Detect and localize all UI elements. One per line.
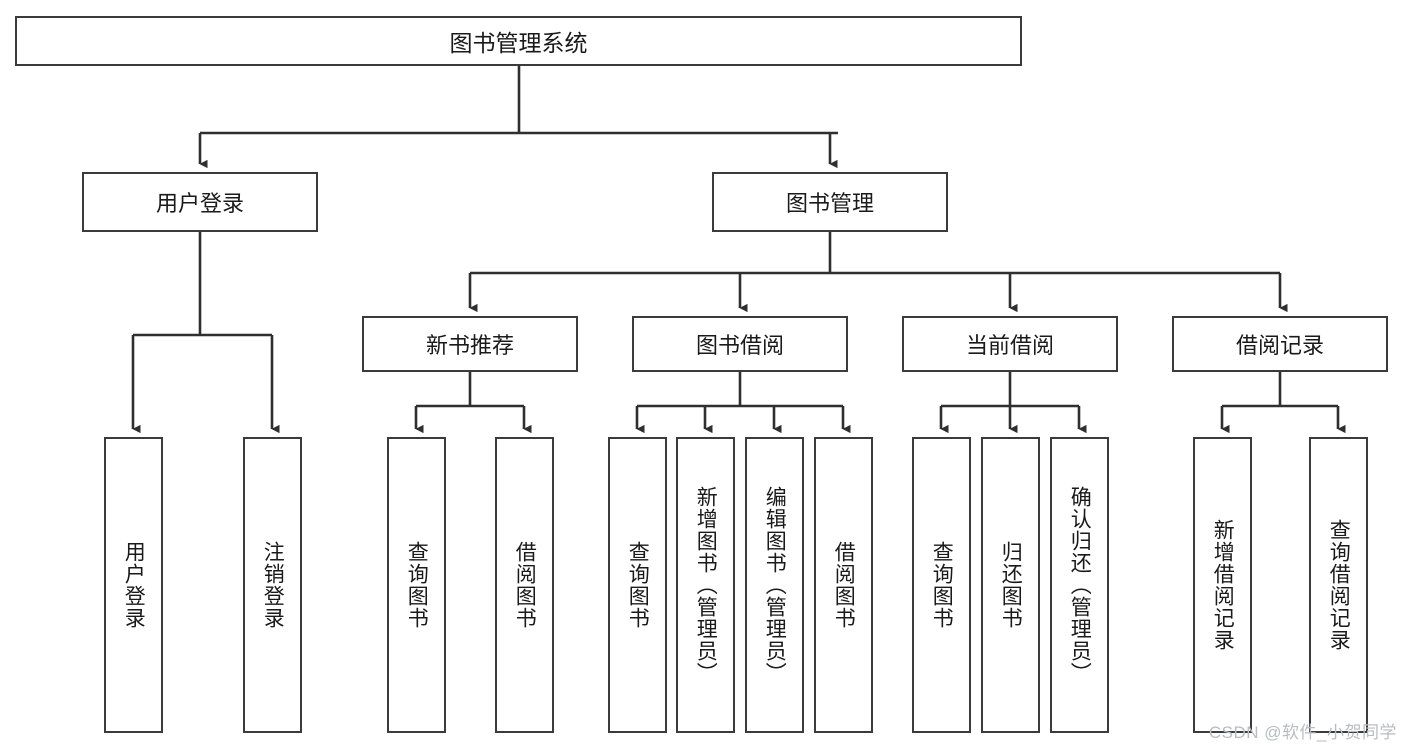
leaf-edit-book-admin[interactable]: 编辑图书（管理员） [745, 437, 804, 733]
node-book-borrow[interactable]: 图书借阅 [632, 316, 848, 372]
leaf-query-book-recommend[interactable]: 查询图书 [387, 437, 446, 733]
node-label: 借阅记录 [1235, 333, 1324, 358]
leaf-label: 确认归还（管理员） [1068, 486, 1092, 684]
node-label: 图书管理系统 [449, 30, 588, 56]
node-label: 图书借阅 [695, 333, 784, 358]
leaf-label: 查询图书 [626, 541, 650, 629]
node-book-management[interactable]: 图书管理 [712, 172, 948, 232]
leaf-add-borrow-record[interactable]: 新增借阅记录 [1193, 437, 1252, 733]
leaf-label: 查询借阅记录 [1327, 519, 1351, 651]
leaf-label: 归还图书 [999, 541, 1023, 629]
csdn-watermark: CSDN @软件_小贺同学 [1208, 723, 1397, 742]
leaf-label: 新增借阅记录 [1211, 519, 1235, 651]
leaf-label: 编辑图书（管理员） [763, 486, 787, 684]
node-new-book-recommend[interactable]: 新书推荐 [362, 316, 578, 372]
leaf-label: 借阅图书 [832, 541, 856, 629]
leaf-query-borrow-record[interactable]: 查询借阅记录 [1309, 437, 1368, 733]
node-label: 用户登录 [155, 191, 244, 216]
leaf-label: 新增图书（管理员） [694, 486, 718, 684]
leaf-label: 注销登录 [261, 541, 285, 629]
leaf-user-logout[interactable]: 注销登录 [243, 437, 302, 733]
leaf-query-book-current[interactable]: 查询图书 [912, 437, 971, 733]
node-label: 当前借阅 [965, 333, 1054, 358]
leaf-query-book-borrow[interactable]: 查询图书 [608, 437, 667, 733]
leaf-borrow-book-recommend[interactable]: 借阅图书 [495, 437, 554, 733]
leaf-label: 用户登录 [122, 541, 146, 629]
node-borrow-record[interactable]: 借阅记录 [1172, 316, 1388, 372]
node-current-borrow[interactable]: 当前借阅 [902, 316, 1118, 372]
node-user-login[interactable]: 用户登录 [82, 172, 318, 232]
leaf-label: 借阅图书 [513, 541, 537, 629]
leaf-return-book[interactable]: 归还图书 [981, 437, 1040, 733]
leaf-label: 查询图书 [405, 541, 429, 629]
leaf-user-login[interactable]: 用户登录 [104, 437, 163, 733]
node-label: 新书推荐 [425, 333, 514, 358]
leaf-borrow-book[interactable]: 借阅图书 [814, 437, 873, 733]
node-label: 图书管理 [785, 191, 874, 216]
leaf-add-book-admin[interactable]: 新增图书（管理员） [676, 437, 735, 733]
leaf-label: 查询图书 [930, 541, 954, 629]
node-root-system[interactable]: 图书管理系统 [15, 16, 1022, 66]
leaf-confirm-return-admin[interactable]: 确认归还（管理员） [1050, 437, 1109, 733]
